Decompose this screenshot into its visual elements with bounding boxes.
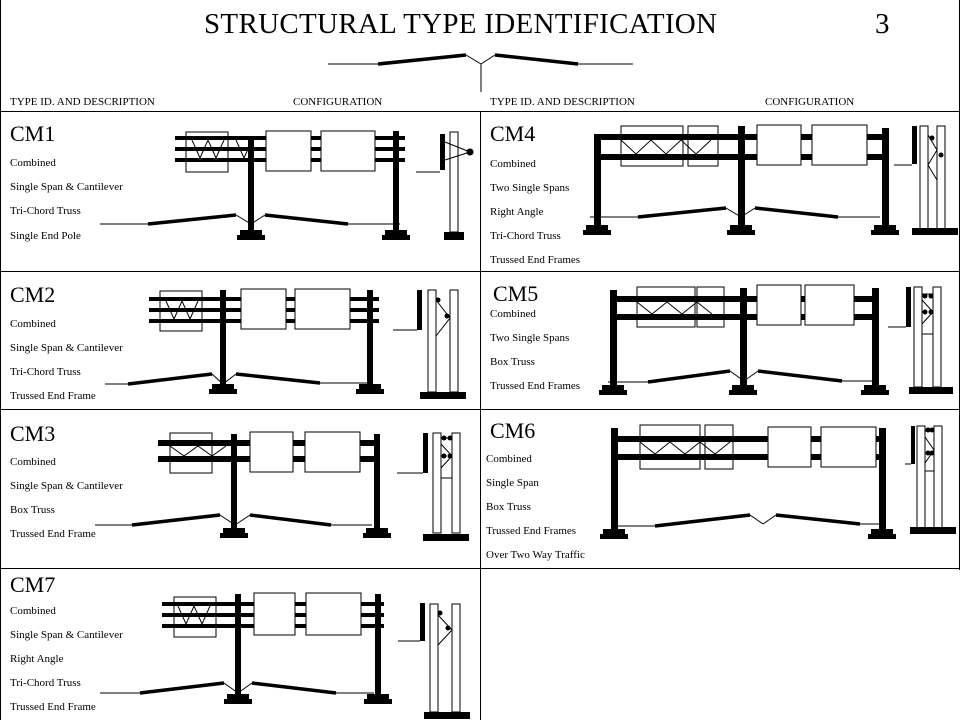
type-desc-line: Combined xyxy=(10,157,56,169)
type-desc-line: Single Span & Cantilever xyxy=(10,480,123,492)
header-left-config: CONFIGURATION xyxy=(293,96,383,108)
type-desc-line: Single End Pole xyxy=(10,230,81,242)
drawing-cm6 xyxy=(600,424,956,539)
type-desc-line: Single Span & Cantilever xyxy=(10,342,123,354)
type-desc-line: Single Span & Cantilever xyxy=(10,181,123,193)
drawing-cm7 xyxy=(100,592,470,719)
type-desc-line: Combined xyxy=(10,456,56,468)
column-divider xyxy=(480,111,481,720)
type-desc-line: Tri-Chord Truss xyxy=(10,205,81,217)
page-number: 3 xyxy=(875,8,890,40)
type-desc-line: Tri-Chord Truss xyxy=(10,677,81,689)
type-desc-line: Trussed End Frames xyxy=(490,254,581,266)
type-desc-line: Box Truss xyxy=(10,504,55,516)
header-right-config: CONFIGURATION xyxy=(765,96,855,108)
drawing-cm5 xyxy=(599,284,953,395)
drawing-cm2 xyxy=(105,288,466,399)
type-desc-line: Right Angle xyxy=(10,653,64,665)
type-code-cm4: CM4 xyxy=(490,121,536,146)
outer-border-left xyxy=(0,0,1,720)
drawing-cm1 xyxy=(100,130,474,240)
type-desc-line: Tri-Chord Truss xyxy=(10,366,81,378)
type-desc-line: Combined xyxy=(490,158,536,170)
type-desc-line: Single Span & Cantilever xyxy=(10,629,123,641)
type-desc-line: Combined xyxy=(10,318,56,330)
type-code-cm7: CM7 xyxy=(10,572,56,597)
type-code-cm5: CM5 xyxy=(493,281,539,306)
header-left-type: TYPE ID. AND DESCRIPTION xyxy=(10,96,155,108)
type-desc-line: Right Angle xyxy=(490,206,544,218)
type-desc-line: Two Single Spans xyxy=(490,332,570,344)
type-desc-line: Trussed End Frames xyxy=(486,525,577,537)
type-desc-line: Combined xyxy=(10,605,56,617)
type-desc-line: Over Two Way Traffic xyxy=(486,549,585,561)
type-code-cm3: CM3 xyxy=(10,421,56,446)
type-desc-line: Trussed End Frames xyxy=(490,380,581,392)
page-title: STRUCTURAL TYPE IDENTIFICATION xyxy=(204,8,718,40)
type-desc-line: Combined xyxy=(486,453,532,465)
type-desc-line: Trussed End Frame xyxy=(10,390,96,402)
type-code-cm6: CM6 xyxy=(490,418,536,443)
type-desc-line: Box Truss xyxy=(486,501,531,513)
drawing-cm3 xyxy=(95,431,469,541)
type-desc-line: Trussed End Frame xyxy=(10,528,96,540)
type-code-cm2: CM2 xyxy=(10,282,56,307)
type-desc-line: Single Span xyxy=(486,477,539,489)
type-code-cm1: CM1 xyxy=(10,121,56,146)
type-desc-line: Combined xyxy=(490,308,536,320)
type-desc-line: Tri-Chord Truss xyxy=(490,230,561,242)
type-desc-line: Two Single Spans xyxy=(490,182,570,194)
header-right-type: TYPE ID. AND DESCRIPTION xyxy=(490,96,635,108)
type-desc-line: Trussed End Frame xyxy=(10,701,96,713)
drawing-cm4 xyxy=(583,124,958,235)
type-desc-line: Box Truss xyxy=(490,356,535,368)
title-brace xyxy=(328,53,633,92)
